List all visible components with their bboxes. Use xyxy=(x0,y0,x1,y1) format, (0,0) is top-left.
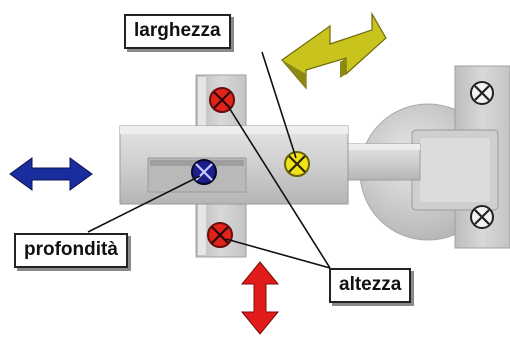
hinge-cup xyxy=(359,65,510,249)
height-screw-bottom xyxy=(207,222,233,248)
mount-screw-top xyxy=(470,81,494,105)
height-label-text: altezza xyxy=(339,274,402,295)
width-double-arrow-icon xyxy=(281,11,387,90)
width-leader-line xyxy=(261,51,297,159)
depth-screw xyxy=(191,159,217,185)
depth-leader-line xyxy=(87,175,201,233)
depth-label-text: profondità xyxy=(24,239,118,260)
depth-double-arrow-icon xyxy=(9,157,93,191)
height-label: altezza xyxy=(329,268,412,303)
hinge-body xyxy=(119,125,349,205)
height-double-arrow-icon xyxy=(240,261,280,335)
mount-screw-bottom xyxy=(470,205,494,229)
height-leader-line-top xyxy=(227,105,331,269)
width-label: larghezza xyxy=(124,14,231,49)
height-leader-line-bottom xyxy=(225,238,331,269)
leader-lines xyxy=(87,51,331,269)
width-label-text: larghezza xyxy=(134,20,221,41)
hinge-arm xyxy=(334,143,421,181)
width-screw xyxy=(284,151,310,177)
depth-label: profondità xyxy=(14,233,128,268)
